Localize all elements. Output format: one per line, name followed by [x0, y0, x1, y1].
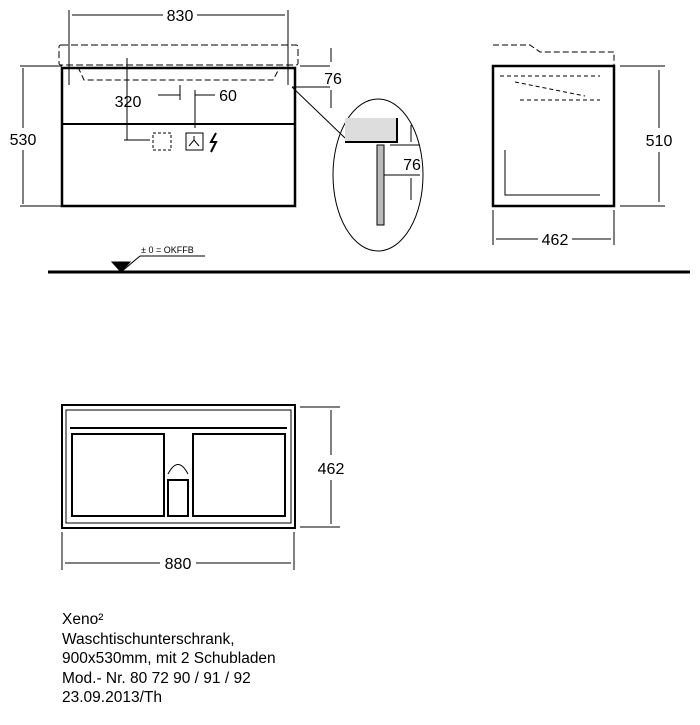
- detail-dim: 76: [403, 157, 421, 174]
- top-view: [61, 404, 340, 570]
- floor-label: ± 0 = OKFFB: [141, 245, 194, 255]
- top-width-dim: 880: [165, 556, 192, 573]
- front-left-dim: 320: [115, 94, 142, 111]
- drawing-caption: Xeno² Waschtischunterschrank, 900x530mm,…: [62, 610, 276, 708]
- front-width-dim: 830: [167, 8, 194, 25]
- floor-line: [48, 255, 690, 274]
- front-height-dim: 530: [10, 132, 37, 149]
- detail-view: [332, 98, 424, 252]
- side-depth-dim: 462: [542, 232, 569, 249]
- product-size: 900x530mm, mit 2 Schubladen: [62, 650, 276, 667]
- drawing-date: 23.09.2013/Th: [62, 689, 162, 706]
- connection-icons: [152, 132, 218, 153]
- top-depth-dim: 462: [318, 461, 345, 478]
- front-view: [20, 10, 346, 208]
- front-offset-dim: 76: [324, 71, 342, 88]
- side-height-dim: 510: [646, 133, 673, 150]
- product-type: Waschtischunterschrank,: [62, 630, 235, 648]
- front-right-dim: 60: [219, 88, 237, 105]
- product-name: Xeno²: [62, 611, 104, 628]
- side-view: [491, 44, 665, 245]
- model-number: Mod.- Nr. 80 72 90 / 91 / 92: [62, 669, 251, 687]
